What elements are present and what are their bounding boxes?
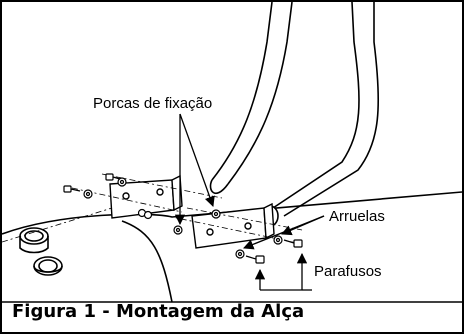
washers-callout-label: Arruelas <box>329 208 385 225</box>
figure-caption: Figura 1 - Montagem da Alça <box>12 301 305 322</box>
handle-assembly-drawing <box>2 2 462 303</box>
washers <box>83 177 283 259</box>
leader-lines <box>174 113 325 291</box>
nuts-callout-label: Porcas de fixação <box>93 95 213 112</box>
mounting-brackets <box>109 174 275 249</box>
tank-body <box>2 191 462 303</box>
screws <box>63 173 303 264</box>
fixing-nuts <box>137 208 221 235</box>
handle-tube <box>209 2 380 227</box>
screws-callout-label: Parafusos <box>314 263 382 280</box>
